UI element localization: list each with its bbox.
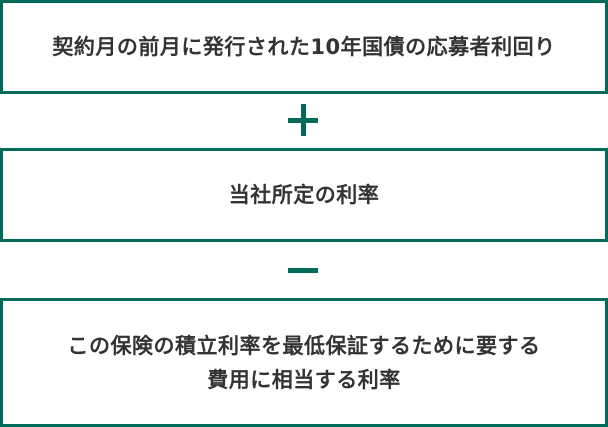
- term-box-company-rate: 当社所定の利率: [0, 148, 608, 242]
- plus-icon-vertical-bar: [300, 104, 306, 136]
- term-label: この保険の積立利率を最低保証するために要する 費用に相当する利率: [58, 329, 551, 397]
- term-label-line-1: この保険の積立利率を最低保証するために要する: [67, 333, 541, 358]
- term-label: 当社所定の利率: [228, 183, 380, 207]
- plus-icon: [288, 104, 318, 136]
- term-box-guarantee-cost-rate: この保険の積立利率を最低保証するために要する 費用に相当する利率: [0, 298, 608, 427]
- term-box-jgb-yield: 契約月の前月に発行された10年国債の応募者利回り: [0, 0, 608, 94]
- term-label: 契約月の前月に発行された10年国債の応募者利回り: [52, 35, 556, 59]
- minus-icon: [288, 268, 318, 273]
- term-label-line-2: 費用に相当する利率: [207, 367, 401, 392]
